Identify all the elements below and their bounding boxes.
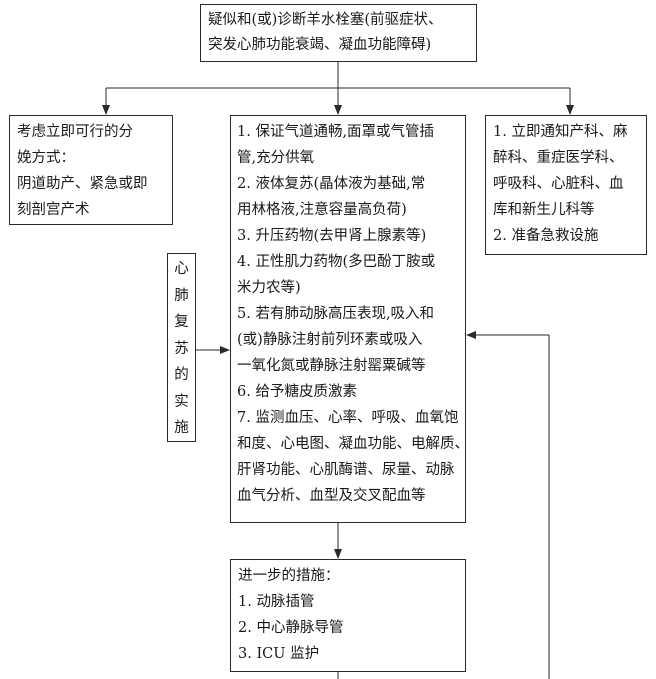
cpr-char: 实 <box>174 393 189 410</box>
further-line: 2. 中心静脉导管 <box>238 620 344 636</box>
cpr-char: 苏 <box>174 340 189 357</box>
delivery-method-box: 考虑立即可行的分 娩方式： 阴道助产、紧急或即 刻剖宫产术 <box>9 115 173 225</box>
treatment-line: 2. 液体复苏(晶体液为基础,常 <box>237 176 426 192</box>
treatment-line: 7. 监测血压、心率、呼吸、血氧饱 <box>237 410 459 426</box>
cpr-char: 施 <box>174 420 189 436</box>
cpr-box: 心 肺 复 苏 的 实 施 <box>167 253 196 442</box>
cpr-char: 复 <box>174 314 189 330</box>
treatment-line: 和度、心电图、凝血功能、电解质、 <box>237 436 469 452</box>
further-line: 3. ICU 监护 <box>238 646 320 662</box>
treatment-line: 一氧化氮或静脉注射罂粟碱等 <box>237 358 426 374</box>
further-line: 1. 动脉插管 <box>238 594 315 610</box>
treatment-line: (或)静脉注射前列环素或吸入 <box>237 332 423 348</box>
diagnosis-box: 疑似和(或)诊断羊水栓塞(前驱症状、 突发心肺功能衰竭、凝血功能障碍) <box>200 4 477 62</box>
treatment-line: 血气分析、血型及交叉配血等 <box>237 488 426 504</box>
treatment-line: 5. 若有肺动脉高压表现,吸入和 <box>237 306 435 322</box>
treatment-line: 1. 保证气道通畅,面罩或气管插 <box>237 124 435 140</box>
cpr-char: 心 <box>174 261 189 277</box>
diagnosis-line: 疑似和(或)诊断羊水栓塞(前驱症状、 <box>208 12 443 28</box>
further-line: 进一步的措施： <box>238 568 340 584</box>
treatment-line: 肝肾功能、心肌酶谱、尿量、动脉 <box>237 462 455 478</box>
delivery-line: 阴道助产、紧急或即 <box>17 176 148 192</box>
notification-box: 1. 立即通知产科、麻 醉科、重症医学科、 呼吸科、心脏科、血 库和新生儿科等 … <box>485 115 647 255</box>
notification-line: 库和新生儿科等 <box>493 202 595 218</box>
notification-line: 1. 立即通知产科、麻 <box>493 124 628 140</box>
notification-line: 醉科、重症医学科、 <box>493 150 624 166</box>
treatment-line: 4. 正性肌力药物(多巴酚丁胺或 <box>237 254 436 270</box>
treatment-line: 米力农等) <box>237 280 301 296</box>
cpr-char: 的 <box>174 367 189 383</box>
treatment-measures-box: 1. 保证气道通畅,面罩或气管插 管,充分供氧 2. 液体复苏(晶体液为基础,常… <box>230 115 469 523</box>
delivery-line: 刻剖宫产术 <box>17 202 90 218</box>
cpr-char: 肺 <box>174 287 189 304</box>
delivery-line: 考虑立即可行的分 <box>17 124 133 140</box>
treatment-line: 3. 升压药物(去甲肾上腺素等) <box>237 228 427 244</box>
notification-line: 呼吸科、心脏科、血 <box>493 176 624 192</box>
notification-line: 2. 准备急救设施 <box>493 228 599 244</box>
delivery-line: 娩方式： <box>17 150 75 166</box>
treatment-line: 管,充分供氧 <box>237 150 315 166</box>
further-measures-box: 进一步的措施： 1. 动脉插管 2. 中心静脉导管 3. ICU 监护 <box>230 559 466 672</box>
treatment-line: 用林格液,注意容量高负荷) <box>237 202 407 218</box>
treatment-line: 6. 给予糖皮质激素 <box>237 384 357 400</box>
diagnosis-line: 突发心肺功能衰竭、凝血功能障碍) <box>208 37 432 53</box>
